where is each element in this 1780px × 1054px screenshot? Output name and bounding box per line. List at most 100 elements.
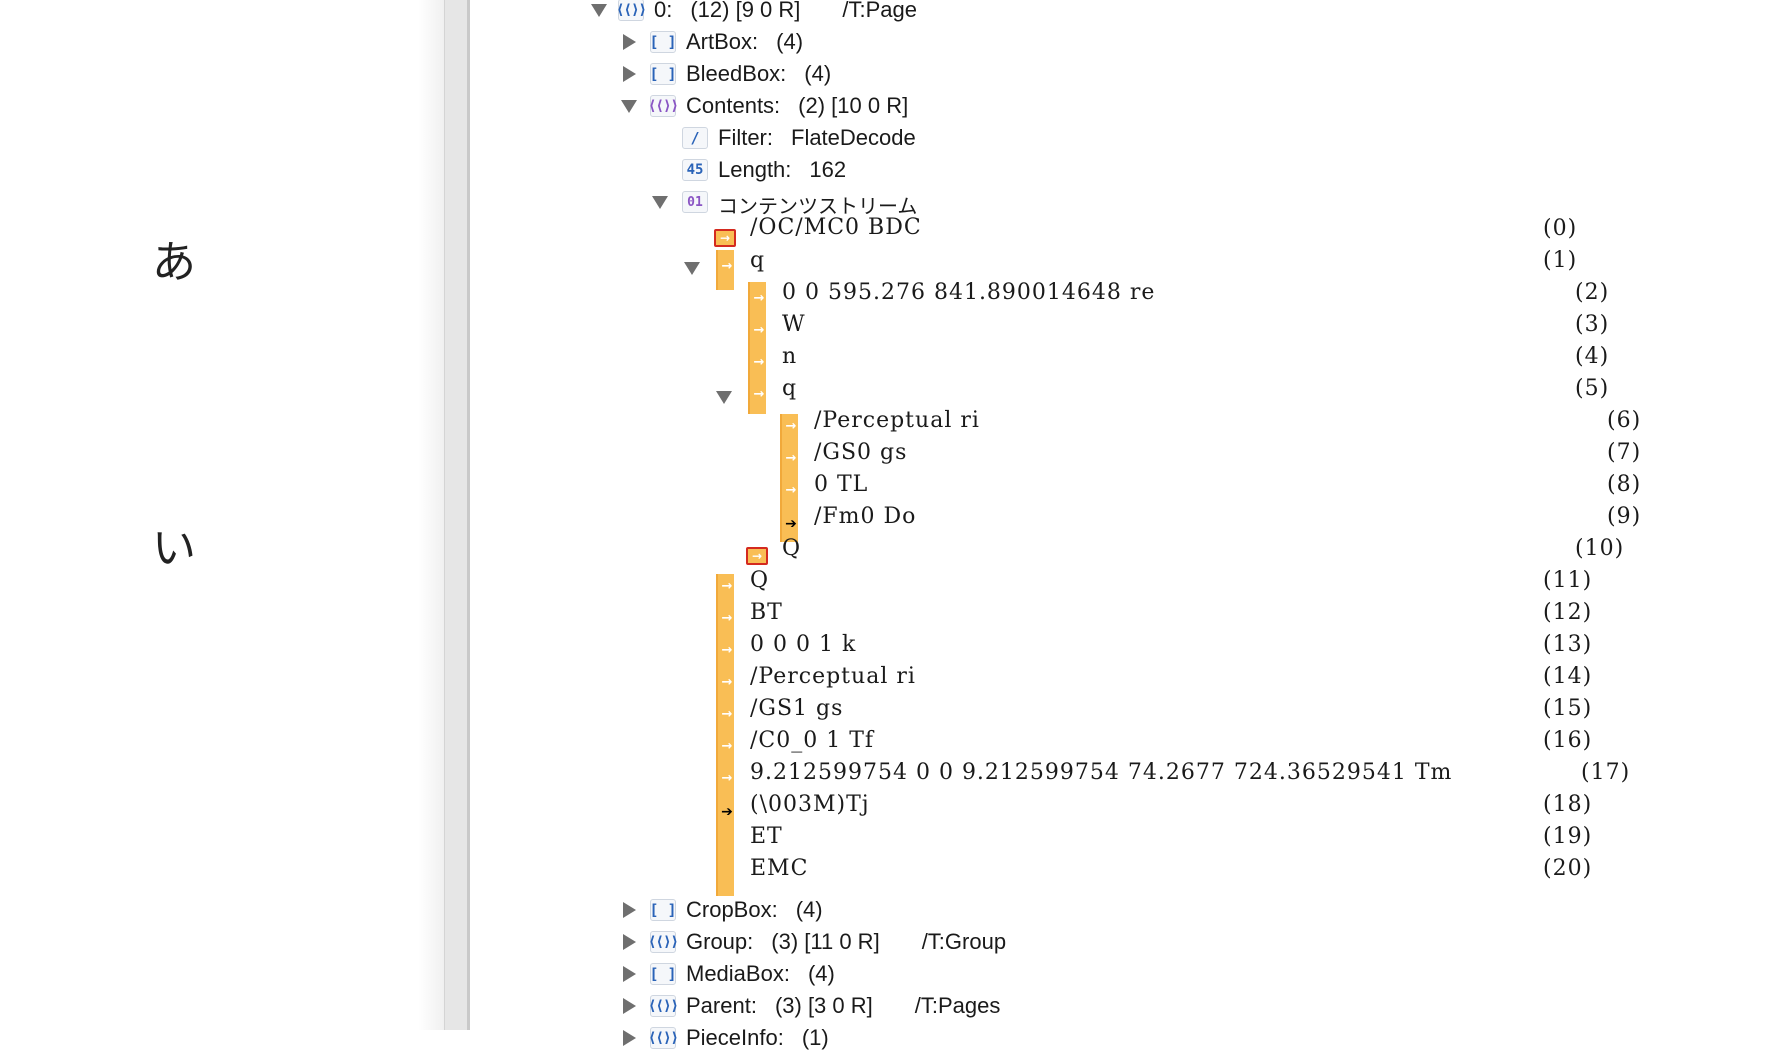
- tree-row-contents[interactable]: ⟨⟨⟩⟩ Contents:(2) [10 0 R]: [0, 90, 1780, 122]
- tree-row-parent[interactable]: ⟨⟨⟩⟩ Parent:(3) [3 0 R]/T:Pages: [0, 990, 1780, 1022]
- operator-arrow-icon: →: [721, 770, 733, 786]
- operator-text[interactable]: /Perceptual ri: [750, 664, 916, 689]
- page-type: /T:Page: [842, 0, 918, 22]
- array-icon: [ ]: [649, 63, 677, 85]
- operator-arrow-icon: →: [721, 706, 733, 722]
- operator-text[interactable]: 0 TL: [814, 472, 869, 497]
- group-key: Group:: [686, 929, 754, 954]
- bleedbox-detail: (4): [804, 61, 832, 86]
- disclosure-expanded-icon[interactable]: [684, 260, 700, 276]
- operator-current-arrow-icon: ➔: [785, 516, 797, 532]
- pieceinfo-detail: (1): [801, 1025, 829, 1050]
- tree-row-page[interactable]: ⟨⟨⟩⟩ 0:(12) [9 0 R]/T:Page: [0, 0, 1780, 26]
- operator-index: (12): [1543, 600, 1593, 625]
- tree-row-bleedbox[interactable]: [ ] BleedBox:(4): [0, 58, 1780, 90]
- nesting-bar-q5: [780, 414, 798, 542]
- tree-row-pieceinfo[interactable]: ⟨⟨⟩⟩ PieceInfo:(1): [0, 1022, 1780, 1054]
- disclosure-expanded-icon[interactable]: [591, 2, 607, 18]
- operator-text[interactable]: 0 0 0 1 k: [750, 632, 857, 657]
- operator-text[interactable]: BT: [750, 600, 783, 625]
- dictionary-icon: ⟨⟨⟩⟩: [648, 995, 679, 1017]
- disclosure-collapsed-icon[interactable]: [621, 66, 637, 82]
- length-key: Length:: [718, 157, 792, 182]
- disclosure-expanded-icon[interactable]: [621, 98, 637, 114]
- operator-arrow-icon: →: [785, 450, 797, 466]
- operator-text[interactable]: (\003M)Tj: [750, 792, 870, 817]
- operator-index: (13): [1543, 632, 1593, 657]
- tree-row-cropbox[interactable]: [ ] CropBox:(4): [0, 894, 1780, 926]
- disclosure-collapsed-icon[interactable]: [621, 902, 637, 918]
- operator-text[interactable]: W: [782, 312, 806, 337]
- nesting-bar-bdc: [716, 574, 734, 896]
- array-icon: [ ]: [649, 31, 677, 53]
- operator-index: (1): [1543, 248, 1578, 273]
- operator-index: (10): [1575, 536, 1625, 561]
- operator-text[interactable]: n: [782, 344, 798, 369]
- artbox-key: ArtBox:: [686, 29, 759, 54]
- group-detail: (3) [11 0 R]: [771, 929, 880, 954]
- operator-arrow-icon: →: [753, 290, 765, 306]
- disclosure-collapsed-icon[interactable]: [621, 966, 637, 982]
- tree-row-length[interactable]: 45 Length:162: [0, 154, 1780, 186]
- disclosure-collapsed-icon[interactable]: [621, 1030, 637, 1046]
- operator-text[interactable]: /Perceptual ri: [814, 408, 980, 433]
- mediabox-detail: (4): [807, 961, 835, 986]
- disclosure-collapsed-icon[interactable]: [621, 34, 637, 50]
- operator-text[interactable]: EMC: [750, 856, 809, 881]
- operator-index: (14): [1543, 664, 1593, 689]
- group-type: /T:Group: [921, 929, 1007, 954]
- operator-index: (17): [1581, 760, 1631, 785]
- operator-arrow-icon: →: [753, 322, 765, 338]
- page-preview-pane: あ い: [0, 0, 444, 1030]
- tree-row-mediabox[interactable]: [ ] MediaBox:(4): [0, 958, 1780, 990]
- operator-index: (6): [1607, 408, 1642, 433]
- marked-content-start-marker: →: [714, 229, 736, 247]
- tree-row-content-stream[interactable]: 01 コンテンツストリーム: [0, 186, 1780, 218]
- preview-glyph-a: あ: [152, 237, 196, 288]
- operator-arrow-icon: →: [721, 610, 733, 626]
- cropbox-key: CropBox:: [686, 897, 778, 922]
- operator-text[interactable]: 9.212599754 0 0 9.212599754 74.2677 724.…: [750, 760, 1453, 785]
- operator-text[interactable]: /GS0 gs: [814, 440, 908, 465]
- pane-splitter[interactable]: [444, 0, 470, 1030]
- operator-index: (20): [1543, 856, 1593, 881]
- parent-detail: (3) [3 0 R]: [774, 993, 873, 1018]
- disclosure-collapsed-icon[interactable]: [621, 998, 637, 1014]
- page-key: 0:: [654, 0, 673, 22]
- tree-row-group[interactable]: ⟨⟨⟩⟩ Group: (3) [11 0 R] /T:Group: [0, 926, 1780, 958]
- operator-index: (8): [1607, 472, 1642, 497]
- disclosure-collapsed-icon[interactable]: [621, 934, 637, 950]
- name-icon: /: [682, 127, 708, 149]
- pieceinfo-key: PieceInfo:: [686, 1025, 784, 1050]
- disclosure-expanded-icon[interactable]: [716, 389, 732, 405]
- operator-text[interactable]: Q: [782, 536, 802, 561]
- contents-detail: (2) [10 0 R]: [798, 93, 909, 118]
- length-detail: 162: [809, 157, 847, 182]
- cropbox-detail: (4): [795, 897, 823, 922]
- operator-text[interactable]: Q: [750, 568, 770, 593]
- operator-text[interactable]: 0 0 595.276 841.890014648 re: [782, 280, 1156, 305]
- operator-arrow-icon: →: [785, 418, 797, 434]
- contents-key: Contents:: [686, 93, 781, 118]
- operator-index: (19): [1543, 824, 1593, 849]
- dictionary-icon: ⟨⟨⟩⟩: [648, 931, 679, 953]
- array-icon: [ ]: [649, 963, 677, 985]
- operator-arrow-icon: →: [721, 578, 733, 594]
- operator-index: (4): [1575, 344, 1610, 369]
- operator-text[interactable]: /Fm0 Do: [814, 504, 917, 529]
- disclosure-expanded-icon[interactable]: [652, 194, 668, 210]
- operator-index: (3): [1575, 312, 1610, 337]
- operator-text[interactable]: /OC/MC0 BDC: [750, 215, 922, 240]
- tree-row-filter[interactable]: / Filter:FlateDecode: [0, 122, 1780, 154]
- operator-text[interactable]: ET: [750, 824, 783, 849]
- operator-arrow-icon: →: [753, 354, 765, 370]
- operator-text[interactable]: /GS1 gs: [750, 696, 844, 721]
- operator-text[interactable]: q: [750, 248, 766, 273]
- nesting-bar-outer-q-head: [716, 250, 734, 290]
- parent-type: /T:Pages: [914, 993, 1001, 1018]
- tree-row-artbox[interactable]: [ ] ArtBox:(4): [0, 26, 1780, 58]
- operator-text[interactable]: /C0_0 1 Tf: [750, 728, 875, 753]
- filter-key: Filter:: [718, 125, 773, 150]
- operator-text[interactable]: q: [782, 376, 798, 401]
- operator-index: (7): [1607, 440, 1642, 465]
